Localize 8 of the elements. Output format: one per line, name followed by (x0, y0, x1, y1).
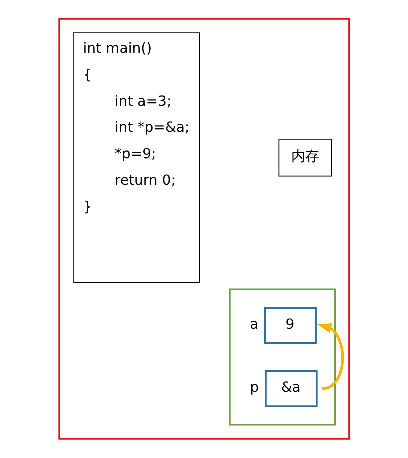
node-label: a (250, 316, 258, 333)
node-box: int main() { int a=3; int *p=&a; *p=9; return 0; } (73, 32, 200, 284)
cluster (58, 18, 350, 440)
node-label: p (250, 380, 259, 396)
node-box: 9 (264, 307, 316, 344)
node-box: 内存 (278, 138, 332, 177)
cluster (228, 288, 336, 426)
node-box: &a (264, 370, 318, 408)
